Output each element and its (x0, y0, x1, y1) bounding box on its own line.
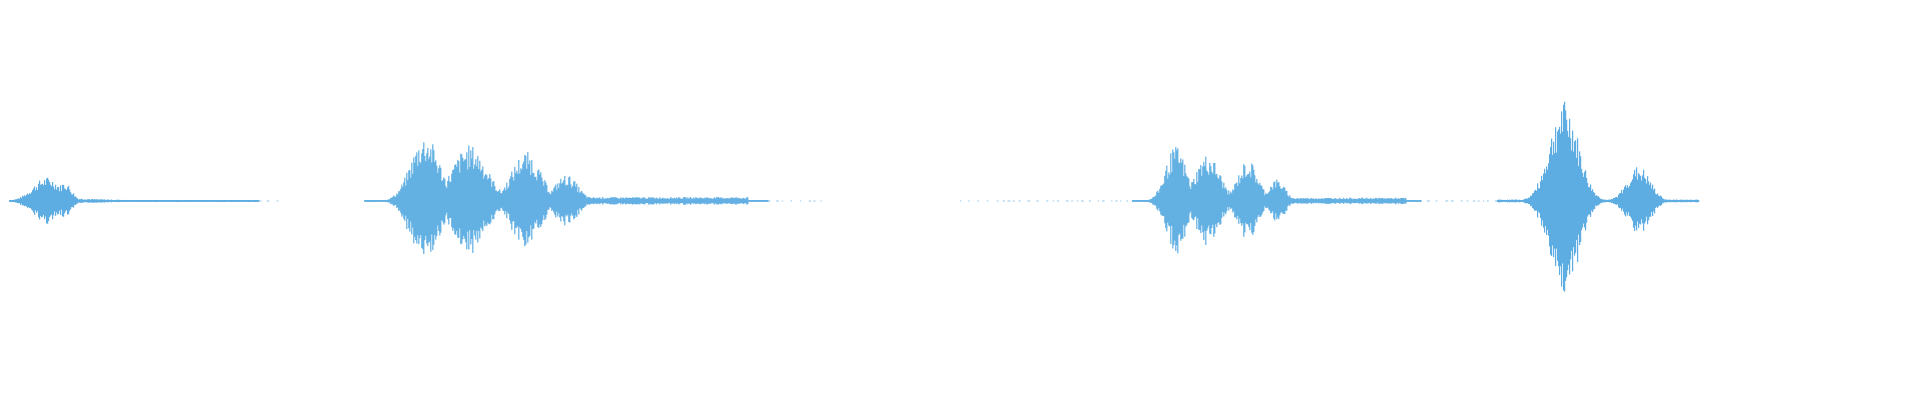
waveform-bars (9, 101, 1700, 292)
